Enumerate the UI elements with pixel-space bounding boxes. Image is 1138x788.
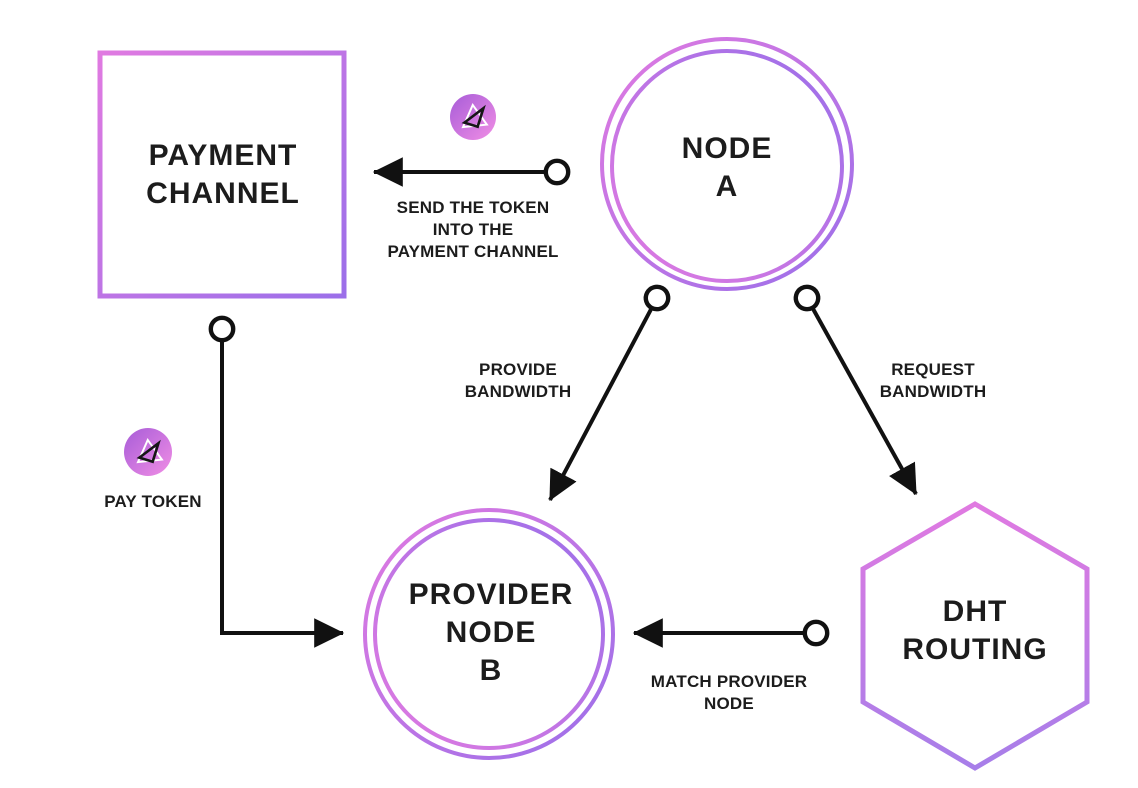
dht-routing-label: DHT ROUTING	[902, 595, 1048, 666]
node-a-shape	[600, 37, 854, 291]
provider-node-b-label: PROVIDER NODE B	[408, 578, 574, 687]
pay-token-edge-label: PAY TOKEN	[104, 492, 202, 511]
request-bandwidth-edge-label: REQUEST BANDWIDTH	[879, 360, 987, 401]
dht-routing-shape	[860, 501, 1090, 771]
send-token-edge-label: SEND THE TOKEN INTO THE PAYMENT CHANNEL	[387, 198, 559, 261]
payment-channel-label: PAYMENT CHANNEL	[146, 139, 300, 210]
arrow-pay-token	[208, 315, 345, 648]
payment-channel-shape	[97, 50, 347, 299]
provide-bandwidth-edge-label: PROVIDE BANDWIDTH	[464, 360, 572, 401]
match-provider-node-edge-label: MATCH PROVIDER NODE	[650, 672, 808, 713]
provider-node-b-shape	[363, 508, 615, 760]
token-icon	[124, 428, 172, 476]
node-a-label: NODE A	[681, 132, 773, 203]
arrow-request-bandwidth	[793, 284, 918, 496]
token-icon	[450, 94, 496, 140]
arrow-provide-bandwidth	[548, 284, 671, 502]
